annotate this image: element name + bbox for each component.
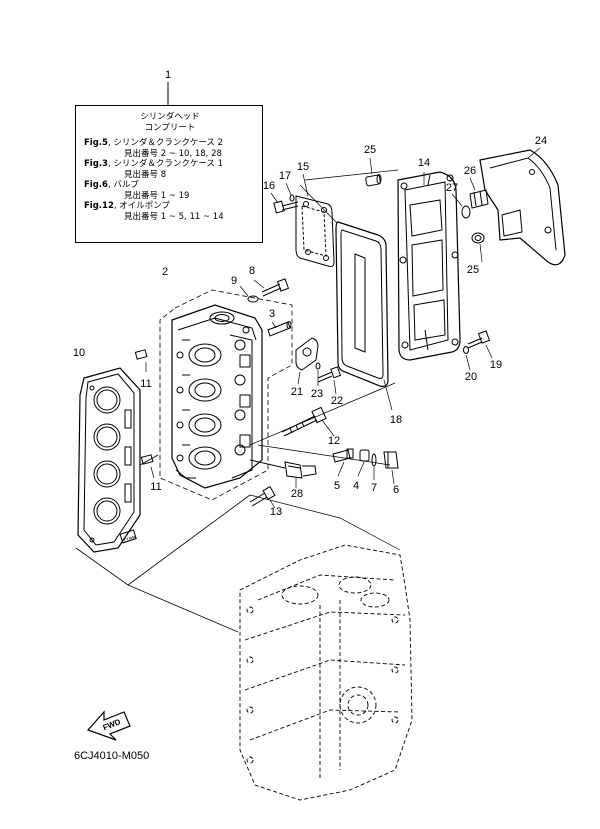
- fig-ref: Fig.6: [84, 180, 108, 190]
- bolt-13: [249, 485, 276, 507]
- cylinder-block-outline: [239, 544, 413, 801]
- fig-ref: Fig.12: [84, 201, 114, 211]
- callout-27: 27: [445, 182, 459, 194]
- fig-ref: Fig.3: [84, 159, 108, 169]
- fig-desc: シリンダ＆クランクケース 1: [113, 159, 224, 169]
- infobox-title-line-1: シリンダヘッド: [140, 112, 200, 122]
- fig-desc: シリンダ＆クランクケース 2: [113, 138, 224, 148]
- washer-23: [315, 362, 321, 370]
- anode-25-lower: [471, 232, 485, 244]
- ref-line-block: [127, 494, 401, 633]
- cover-plate-15: [295, 195, 335, 267]
- callout-17: 17: [278, 170, 292, 182]
- callout-15: 15: [296, 161, 310, 173]
- infobox-ref-row: Fig.12, オイルポンプ: [84, 201, 171, 211]
- callout-1: 1: [164, 69, 172, 81]
- anode-25-upper: [365, 174, 382, 187]
- diagram-code: 6CJ4010-M050: [74, 750, 150, 762]
- exhaust-cover-14: [397, 171, 461, 361]
- callout-12: 12: [327, 435, 341, 447]
- reference-info-box: シリンダヘッド コンプリート Fig.5, シリンダ＆クランクケース 2 見出番…: [75, 105, 263, 243]
- ref-line-exhaust: [249, 169, 399, 446]
- infobox-ref-row: Fig.5, シリンダ＆クランクケース 2: [84, 138, 224, 148]
- cylinder-head: [171, 304, 263, 489]
- fig-desc: オイルポンプ: [119, 201, 171, 211]
- callout-7: 7: [370, 482, 378, 494]
- cover-plate-21: [295, 337, 319, 371]
- callout-16: 16: [262, 180, 276, 192]
- bolt-8: [261, 278, 290, 297]
- infobox-ref-row: Fig.6, バルブ: [84, 180, 139, 190]
- plug-26: [469, 189, 489, 209]
- washer-17: [289, 194, 295, 202]
- callout-23: 23: [310, 388, 324, 400]
- fitting-5: [332, 448, 354, 463]
- callout-3: 3: [268, 308, 276, 320]
- dowel-pin-lower: [140, 454, 154, 465]
- callout-22: 22: [330, 395, 344, 407]
- bolt-16: [273, 200, 299, 214]
- callout-25-lower: 25: [466, 264, 480, 276]
- callout-21: 21: [290, 386, 304, 398]
- plug-6: [383, 451, 399, 469]
- callout-6: 6: [392, 484, 400, 496]
- cover-24: [479, 149, 566, 266]
- bolt-22: [317, 366, 342, 383]
- callout-18: 18: [389, 414, 403, 426]
- callout-25-upper: 25: [363, 144, 377, 156]
- callout-2: 2: [161, 266, 169, 278]
- o-ring-27: [461, 205, 471, 219]
- fitting-4: [359, 449, 370, 462]
- washer-20: [463, 346, 469, 354]
- callout-28: 28: [290, 488, 304, 500]
- bolt-19: [467, 330, 491, 349]
- sensor-28: [249, 459, 317, 479]
- callout-24: 24: [534, 135, 548, 147]
- callout-11-upper: 11: [140, 378, 152, 390]
- callout-20: 20: [464, 371, 478, 383]
- fig-ref: Fig.5: [84, 138, 108, 148]
- callout-19: 19: [489, 359, 503, 371]
- gasket-code-label: TTBB: [123, 535, 138, 545]
- callout-26: 26: [463, 165, 477, 177]
- callout-13: 13: [269, 506, 283, 518]
- fig-desc: バルブ: [113, 180, 139, 190]
- callout-11-lower: 11: [150, 481, 162, 493]
- infobox-ref-row: Fig.3, シリンダ＆クランクケース 1: [84, 159, 224, 169]
- callout-10: 10: [72, 347, 86, 359]
- head-gasket: [77, 367, 141, 553]
- callout-4: 4: [352, 480, 360, 492]
- exhaust-cover-gasket: [335, 221, 389, 387]
- washer-7: [371, 453, 377, 467]
- callout-5: 5: [333, 480, 341, 492]
- callout-8: 8: [248, 265, 256, 277]
- infobox-title-line-2: コンプリート: [144, 122, 196, 133]
- head-ref-dashed: [159, 289, 293, 501]
- ref-line-fittings: [257, 444, 391, 466]
- washer-9: [247, 295, 259, 303]
- dowel-pin-upper: [134, 349, 148, 360]
- sleeve-3: [267, 321, 292, 337]
- fig-items: 見出番号 1 ~ 5, 11 ~ 14: [124, 211, 224, 222]
- fig-items: 見出番号 2 ~ 10, 18, 28: [124, 148, 222, 159]
- fwd-arrow-icon: [86, 710, 131, 741]
- fig-items: 見出番号 8: [124, 169, 167, 180]
- fig-items: 見出番号 1 ~ 19: [124, 190, 190, 201]
- callout-14: 14: [417, 157, 431, 169]
- callout-9: 9: [230, 275, 238, 287]
